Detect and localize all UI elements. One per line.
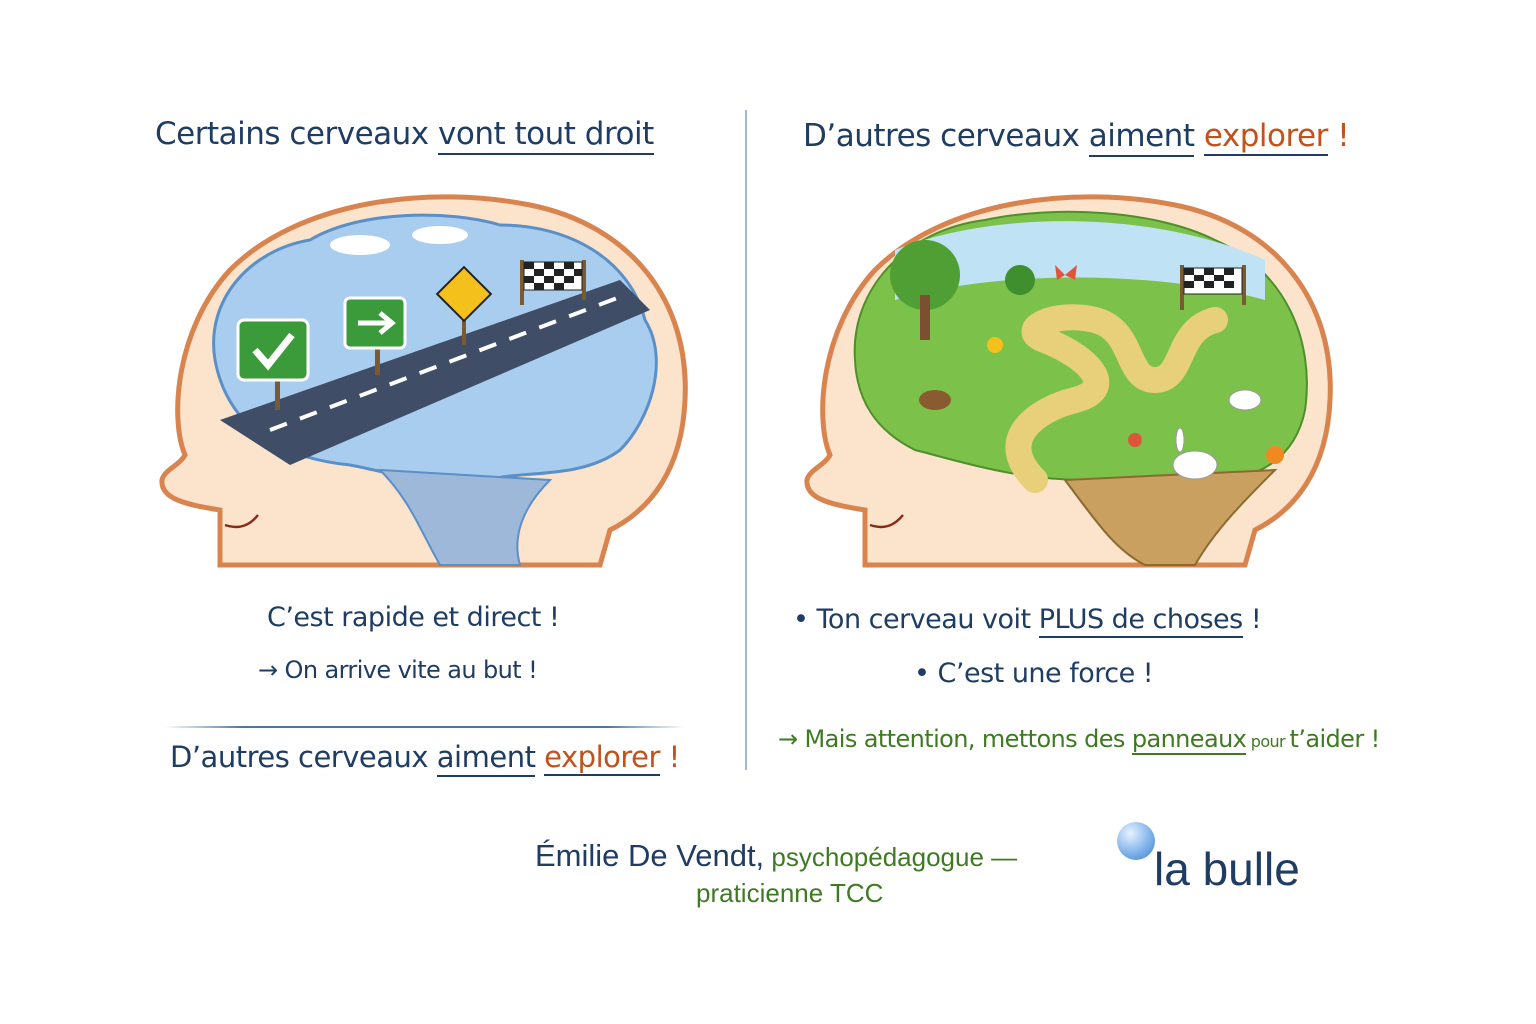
brainstem [377,468,553,566]
horizontal-divider [165,726,685,728]
sunflower-icon [987,337,1003,353]
tree-icon [1005,265,1035,295]
author-name: Émilie De Vendt, [535,838,765,873]
bird-icon [919,390,951,410]
bullet1-emphasis: PLUS de choses [1038,604,1243,638]
bullet-icon: • [793,604,809,635]
left-line-goal-text: On arrive vite au but ! [284,656,538,684]
right-title-prefix: D’autres cerveaux [803,118,1089,154]
finish-flag-icon [1180,265,1246,310]
tip-small: pour [1246,732,1290,751]
author-credit: Émilie De Vendt, psychopédagogue — [535,838,1017,874]
winding-path [1005,304,1228,493]
sky [895,221,1265,300]
author-role-1: psychopédagogue — [764,842,1018,872]
cloud-icon [412,226,468,244]
left-bottom-emphasis: aiment [436,740,536,777]
left-bottom-bang: ! [659,740,681,774]
checkmark-sign-icon [236,318,310,410]
curve-sign-icon [435,265,493,345]
right-bullet-2: • C’est une force ! [914,658,1154,689]
arrow-right-icon: → [258,656,278,684]
butterfly-icon [1055,265,1077,280]
finish-flag-icon [520,260,586,305]
bullet-icon: • [914,658,930,689]
left-title-prefix: Certains cerveaux [155,116,439,152]
rabbit-icon [1172,427,1218,480]
tip-emphasis: panneaux [1131,725,1247,755]
bullet2-text: C’est une force ! [937,658,1154,689]
flower-icon [1266,446,1284,464]
right-title-emphasis: aiment [1088,118,1195,157]
bullet1-bang: ! [1242,604,1262,635]
left-line-goal: → On arrive vite au but ! [258,656,538,684]
left-bottom-prefix: D’autres cerveaux [170,740,437,774]
right-title-orange: explorer [1203,118,1328,156]
logo-text: la bulle [1154,843,1300,895]
bullet1-prefix: Ton cerveau voit [816,604,1039,635]
right-bullet-1: • Ton cerveau voit PLUS de choses ! [793,604,1262,638]
smile [869,514,904,529]
author-role-2: praticienne TCC [696,878,884,908]
flower-icon [1128,433,1142,447]
bubble-icon [1117,822,1155,860]
straight-road-brain-illustration [159,194,688,568]
left-title-emphasis: vont tout droit [438,116,654,155]
left-title: Certains cerveaux vont tout droit [155,116,654,155]
right-title: D’autres cerveaux aiment explorer ! [803,118,1350,157]
arrow-right-icon: → [778,725,798,753]
right-tip: → Mais attention, mettons des panneaux p… [778,725,1381,755]
arrow-sign-icon [343,296,407,375]
right-title-bang: ! [1327,118,1350,154]
tip-suffix: t’aider ! [1289,725,1381,753]
tree-icon [890,240,960,310]
column-divider [745,110,747,770]
cloud-icon [330,235,390,255]
rabbit-icon [1228,389,1262,411]
left-bottom-title: D’autres cerveaux aiment explorer ! [170,740,681,777]
soil-base [1063,468,1278,566]
tip-prefix: Mais attention, mettons des [804,725,1132,753]
left-bottom-orange: explorer [544,740,660,776]
left-line-fast: C’est rapide et direct ! [267,602,560,633]
winding-path-brain-illustration [804,194,1333,568]
smile [224,514,259,529]
